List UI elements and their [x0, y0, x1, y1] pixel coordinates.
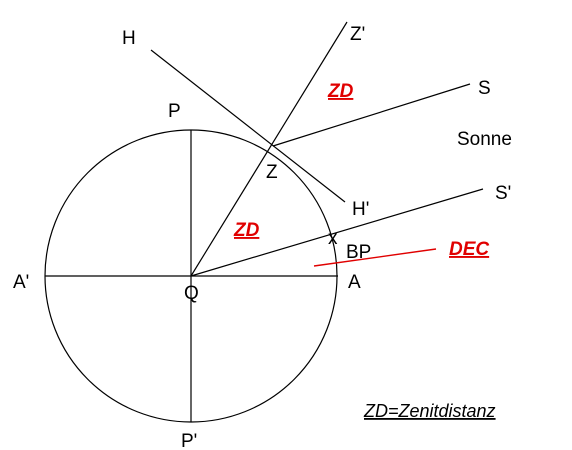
- label-h-prime: H': [352, 199, 369, 220]
- label-p-prime: P': [181, 431, 197, 450]
- sun-ray-from-zenith: [272, 83, 471, 147]
- sun-ray-from-center: [190, 188, 484, 277]
- label-s: S: [478, 78, 491, 99]
- label-a: A: [348, 272, 361, 293]
- label-x: x: [328, 228, 338, 249]
- annotation-dec: DEC: [449, 239, 489, 260]
- legend-text: ZD=Zenitdistanz: [363, 401, 496, 421]
- declination-line: [313, 248, 437, 267]
- label-q: Q: [184, 283, 199, 304]
- label-bp: BP: [346, 242, 371, 263]
- label-z: Z: [266, 162, 278, 183]
- annotation-zd-lower: ZD: [233, 220, 260, 241]
- label-sonne: Sonne: [457, 129, 512, 150]
- label-p: P: [168, 101, 181, 122]
- zenith-line: [190, 21, 348, 277]
- label-s-prime: S': [495, 183, 511, 204]
- horizon-tangent-line: [150, 49, 346, 203]
- label-a-prime: A': [13, 272, 29, 293]
- label-z-prime: Z': [350, 24, 365, 45]
- annotation-zd-upper: ZD: [327, 81, 354, 102]
- label-h: H: [122, 28, 136, 49]
